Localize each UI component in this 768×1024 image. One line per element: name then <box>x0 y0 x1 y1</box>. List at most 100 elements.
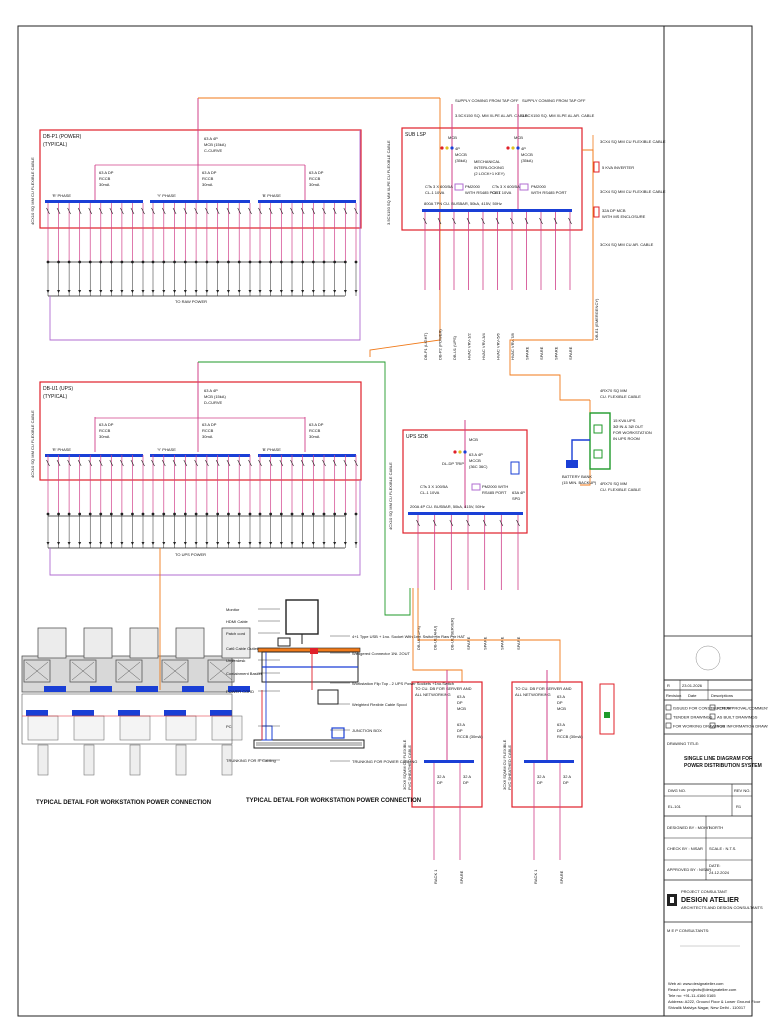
terminal-dot <box>99 512 103 516</box>
right-note-cable-3: 3CX4 SQ MM CU AR. CABLE <box>600 242 654 247</box>
arrow-head <box>301 290 305 293</box>
power-strip <box>90 686 112 692</box>
db-power-incomer-1: 63 A 4P <box>204 136 218 141</box>
workstation-box <box>115 659 143 683</box>
arrow-head <box>258 542 262 545</box>
mcb-symbol <box>162 207 166 215</box>
db-power-phase-rccb-label: 63 A DP <box>99 170 114 175</box>
mcb-symbol <box>205 459 209 467</box>
arrow-head <box>290 542 294 545</box>
arrow-head <box>301 542 305 545</box>
db-power-phase-rccb-label: 63 A DP <box>309 170 324 175</box>
address-3: Tele no: +91-11-4166 0165 <box>668 993 716 998</box>
power-socket <box>310 648 318 654</box>
rack-db-rccb: 63 A <box>557 722 565 727</box>
battery-icon <box>566 460 578 468</box>
right-notes: 3CX4 SQ MM CU FLEXIBLE CABLE 5 KVA INVER… <box>562 135 666 492</box>
firm-sub: ARCHITECTS AND DESIGN CONSULTANTS <box>681 905 763 910</box>
ups-sdb-outgoing-label: DB-U1 (SERVER) <box>449 617 454 650</box>
arrow-head <box>130 290 134 293</box>
db-ups-phase-y: 'Y' PHASE <box>157 447 176 452</box>
monitor <box>285 599 319 635</box>
mcb-symbol <box>215 207 220 215</box>
sub-lsp-mcb2-1: MCB <box>514 135 523 140</box>
junction-box <box>331 727 345 739</box>
pc-box <box>261 725 273 741</box>
mcb-symbol <box>237 459 241 467</box>
mcb-symbol <box>499 519 504 527</box>
sheet-border <box>17 25 753 1017</box>
sub-lsp-busbar-label: 800A TPN CU. BUSBAR, 50kA, 415V, 50Hz <box>424 201 502 206</box>
mcb-symbol <box>67 207 71 215</box>
arrow-head <box>88 542 92 545</box>
sub-lsp-title: SUB LSP <box>405 132 427 138</box>
db-power-phase-rccb-label: 30mA <box>99 182 110 187</box>
mcb-symbol <box>466 519 470 527</box>
sub-lsp-cable-1: 3.5CX150 SQ. MM XLPE AL AR. CABLE <box>455 113 528 118</box>
mcb-symbol <box>120 207 124 215</box>
chair-base <box>175 744 187 776</box>
orange-link-ups <box>580 400 591 486</box>
address-2: Reach us: projects@designatelier.com <box>668 987 737 992</box>
right-note-ups-out-2: CU. FLEXIBLE CABLE <box>600 487 641 492</box>
rev-head-3: Descriptions <box>711 693 733 698</box>
sub-lsp-outgoing-label: SPARE <box>568 346 573 360</box>
db-power-phase-rccb-label: RCCB <box>99 176 111 181</box>
db-power-feed-note: TO RAW POWER <box>175 299 207 304</box>
mcb-symbol <box>300 207 305 215</box>
mcb-symbol <box>268 459 273 467</box>
rev-no-label: REV NO. <box>734 788 750 793</box>
arrow-head <box>258 290 262 293</box>
rack-label: SPARE <box>459 870 464 884</box>
dwg-no-label: DWG NO. <box>668 788 686 793</box>
green-link-ups-sdb <box>368 361 411 616</box>
terminal-dot <box>78 512 82 516</box>
sub-lsp-meter-1 <box>454 183 464 191</box>
ups-inner-box <box>593 449 603 459</box>
arrow-head <box>162 290 166 293</box>
arrow-head <box>151 542 155 545</box>
mcb-symbol <box>67 459 71 467</box>
mcb-symbol <box>141 459 145 467</box>
cable-spool <box>317 689 339 705</box>
db-ups-side-cable: 4CX10 SQ MM CU FLEXIBLE CABLE <box>30 410 35 478</box>
indicator-lamp <box>450 146 454 150</box>
status-checkbox <box>665 704 672 711</box>
sub-lsp-outgoing-label: HVAC VRV-3/4 <box>481 332 486 360</box>
arrow-head <box>237 290 241 293</box>
sub-lsp-meter2-1: PM2000 <box>531 184 547 189</box>
mcb-symbol <box>77 459 82 467</box>
arrow-head <box>333 542 337 545</box>
db-ups-title: DB-U1 (UPS) <box>43 386 73 392</box>
approved-by: APPROVED BY : NISAR <box>667 867 711 872</box>
address-4: Address: A222, Ground Floor & Lower Grou… <box>668 999 761 1004</box>
detail-2-label-left: PC <box>226 724 232 729</box>
box-cross <box>25 661 49 681</box>
arrow-head <box>194 290 198 293</box>
mcb-symbol <box>183 459 188 467</box>
box-cross <box>163 661 187 681</box>
mcb-symbol <box>88 207 92 215</box>
arrow-head <box>279 290 283 293</box>
mcb-symbol <box>343 207 348 215</box>
mcb-symbol <box>109 459 114 467</box>
sub-lsp-interlock-2: INTERLOCKING <box>474 165 504 170</box>
mcb-symbol <box>141 207 145 215</box>
status-label: FOR APPROVAL/COMMENTS <box>717 706 768 711</box>
db-ups-phase-rccb-label: 30mA <box>309 434 320 439</box>
workstation-chair <box>37 627 67 659</box>
detail-2-label-right: TRUNKING FOR POWER CABLING <box>352 759 417 764</box>
db-power-phase-y: 'Y' PHASE <box>157 193 176 198</box>
dwg-no: EL-101 <box>668 804 682 809</box>
rack-db-out-label: DP <box>563 780 569 785</box>
sub-lsp-mcb1-2: 4P <box>455 146 460 151</box>
mcb-symbol <box>194 207 198 215</box>
mcb-symbol <box>46 207 50 215</box>
mcb-symbol <box>332 207 337 215</box>
desk-under <box>119 715 151 741</box>
db-ups-feed-note: TO UPS POWER <box>175 552 206 557</box>
mcb-symbol <box>437 217 442 225</box>
terminal-dot <box>227 512 230 516</box>
ups-inner-box <box>593 424 603 434</box>
sub-lsp-frame <box>401 127 583 231</box>
